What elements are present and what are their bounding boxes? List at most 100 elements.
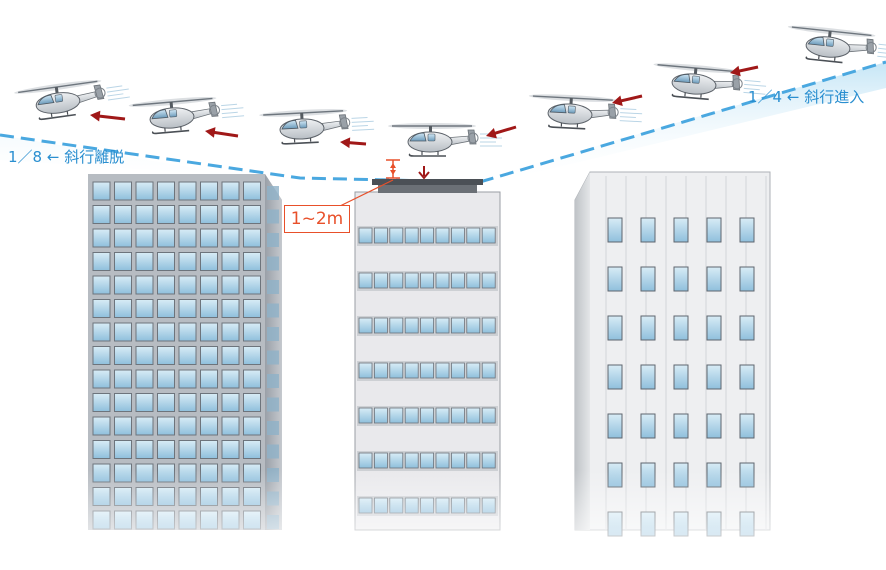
window — [200, 393, 218, 412]
arrow-left-icon — [486, 125, 517, 139]
window — [466, 362, 481, 379]
window — [640, 413, 656, 439]
window — [481, 317, 496, 334]
helicopters — [14, 25, 886, 157]
window — [178, 416, 197, 436]
window — [178, 440, 197, 459]
window — [243, 393, 261, 412]
window — [420, 227, 435, 244]
window — [267, 233, 279, 247]
window — [450, 452, 465, 469]
arrow-left-icon — [730, 65, 759, 77]
window — [358, 407, 373, 424]
window — [135, 275, 154, 295]
window — [706, 364, 722, 390]
window — [481, 272, 496, 289]
departure-label: 1／8 ← 斜行離脱 — [8, 148, 125, 166]
window — [739, 315, 755, 341]
window — [135, 440, 154, 459]
window — [435, 272, 450, 289]
window — [178, 393, 197, 412]
window — [404, 407, 419, 424]
window — [466, 272, 481, 289]
window — [420, 452, 435, 469]
window — [481, 452, 496, 469]
window — [673, 364, 689, 390]
window — [607, 364, 623, 390]
window — [221, 181, 240, 201]
window — [114, 346, 132, 365]
window — [358, 272, 373, 289]
window — [114, 228, 132, 248]
window — [135, 322, 154, 342]
window — [135, 346, 154, 365]
window — [267, 256, 279, 271]
window — [200, 228, 218, 248]
window — [739, 364, 755, 390]
window — [178, 346, 197, 365]
helicopter-icon — [259, 109, 375, 145]
window — [221, 369, 240, 389]
window — [157, 322, 175, 342]
window — [420, 272, 435, 289]
window — [92, 181, 111, 201]
window — [178, 181, 197, 201]
window — [157, 228, 175, 248]
window — [481, 407, 496, 424]
window — [389, 227, 404, 244]
window — [481, 227, 496, 244]
window — [157, 346, 175, 365]
window — [200, 205, 218, 224]
window — [157, 252, 175, 271]
window — [243, 275, 261, 295]
window — [373, 227, 388, 244]
window — [200, 416, 218, 436]
window — [200, 299, 218, 318]
window — [135, 252, 154, 271]
window — [178, 322, 197, 342]
window — [157, 369, 175, 389]
window — [481, 362, 496, 379]
window — [135, 228, 154, 248]
window — [243, 252, 261, 271]
window — [706, 217, 722, 243]
window — [435, 227, 450, 244]
window — [135, 393, 154, 412]
window — [420, 317, 435, 334]
window — [157, 416, 175, 436]
window — [640, 266, 656, 292]
window — [404, 362, 419, 379]
window — [178, 369, 197, 389]
window — [114, 393, 132, 412]
window — [267, 397, 279, 412]
window — [243, 369, 261, 389]
window — [92, 322, 111, 342]
helicopter-icon — [653, 63, 767, 101]
window — [435, 452, 450, 469]
window — [450, 227, 465, 244]
window — [178, 252, 197, 271]
window — [358, 452, 373, 469]
window — [221, 228, 240, 248]
window — [221, 299, 240, 318]
window — [673, 266, 689, 292]
window — [450, 362, 465, 379]
window — [157, 275, 175, 295]
helicopter-icon — [14, 80, 130, 121]
window — [221, 393, 240, 412]
window — [673, 413, 689, 439]
window — [92, 252, 111, 271]
window — [389, 317, 404, 334]
window — [420, 407, 435, 424]
window — [640, 217, 656, 243]
window — [92, 440, 111, 459]
window — [114, 299, 132, 318]
helicopter-icon — [128, 97, 245, 135]
height-label: 1~2m — [284, 205, 350, 233]
window — [200, 322, 218, 342]
window — [114, 369, 132, 389]
window — [157, 440, 175, 459]
window — [435, 317, 450, 334]
window — [267, 280, 279, 294]
